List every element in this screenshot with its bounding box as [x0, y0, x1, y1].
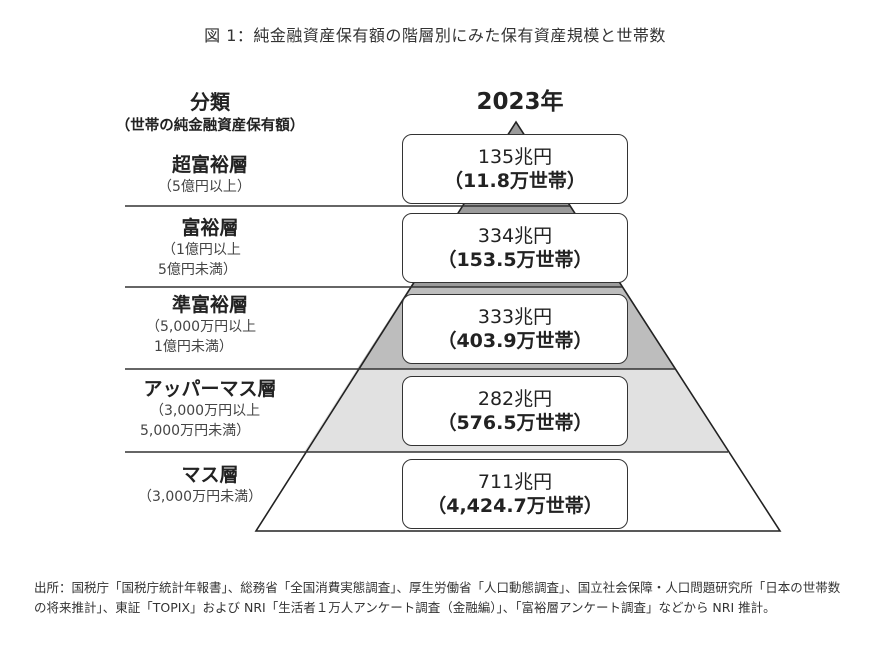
- asset-value: 135兆円: [477, 146, 553, 168]
- tier-label-ultra-wealthy: 超富裕層 （5億円以上）: [110, 150, 310, 197]
- source-note: 出所：国税庁「国税庁統計年報書」、総務省「全国消費実態調査」、厚生労働省「人口動…: [34, 580, 841, 615]
- tier-range: （1億円以上: [162, 242, 241, 258]
- tier-label-mass: マス層 （3,000万円未満）: [110, 460, 310, 507]
- household-count: （153.5万世帯）: [437, 249, 593, 271]
- household-count: （11.8万世帯）: [444, 170, 586, 192]
- tier-range: （3,000万円未満）: [138, 489, 263, 505]
- tier-range: （5,000万円以上: [146, 319, 257, 335]
- tier-range: 5億円未満）: [158, 262, 237, 278]
- tier-range: （5億円以上）: [158, 179, 251, 195]
- tier-name: アッパーマス層: [143, 378, 277, 400]
- value-box-mass: 711兆円 （4,424.7万世帯）: [402, 459, 628, 529]
- tier-range: 1億円未満）: [154, 339, 233, 355]
- category-header: 分類: [190, 90, 230, 114]
- value-box-upper-mass: 282兆円 （576.5万世帯）: [402, 376, 628, 446]
- year-header: 2023年: [476, 89, 564, 115]
- asset-value: 334兆円: [477, 225, 553, 247]
- asset-value: 333兆円: [477, 306, 553, 328]
- asset-value: 282兆円: [477, 388, 553, 410]
- value-box-semi-wealthy: 333兆円 （403.9万世帯）: [402, 294, 628, 364]
- household-count: （576.5万世帯）: [437, 412, 593, 434]
- tier-label-semi-wealthy: 準富裕層 （5,000万円以上 1億円未満）: [110, 290, 310, 357]
- household-count: （4,424.7万世帯）: [427, 495, 603, 517]
- tier-name: 富裕層: [181, 217, 239, 239]
- tier-range: 5,000万円未満）: [140, 423, 251, 439]
- asset-value: 711兆円: [477, 471, 553, 493]
- tier-name: マス層: [181, 464, 239, 486]
- tier-name: 超富裕層: [171, 154, 248, 176]
- household-count: （403.9万世帯）: [437, 330, 593, 352]
- value-box-wealthy: 334兆円 （153.5万世帯）: [402, 213, 628, 283]
- tier-label-upper-mass: アッパーマス層 （3,000万円以上 5,000万円未満）: [110, 374, 310, 441]
- pyramid-outline: [254, 120, 782, 532]
- tier-range: （3,000万円以上: [150, 403, 261, 419]
- category-subheader: （世帯の純金融資産保有額）: [115, 118, 305, 134]
- tier-label-wealthy: 富裕層 （1億円以上 5億円未満）: [110, 213, 310, 280]
- tier-name: 準富裕層: [171, 294, 248, 316]
- figure-title: 図 1：純金融資産保有額の階層別にみた保有資産規模と世帯数: [204, 26, 666, 45]
- value-box-ultra-wealthy: 135兆円 （11.8万世帯）: [402, 134, 628, 204]
